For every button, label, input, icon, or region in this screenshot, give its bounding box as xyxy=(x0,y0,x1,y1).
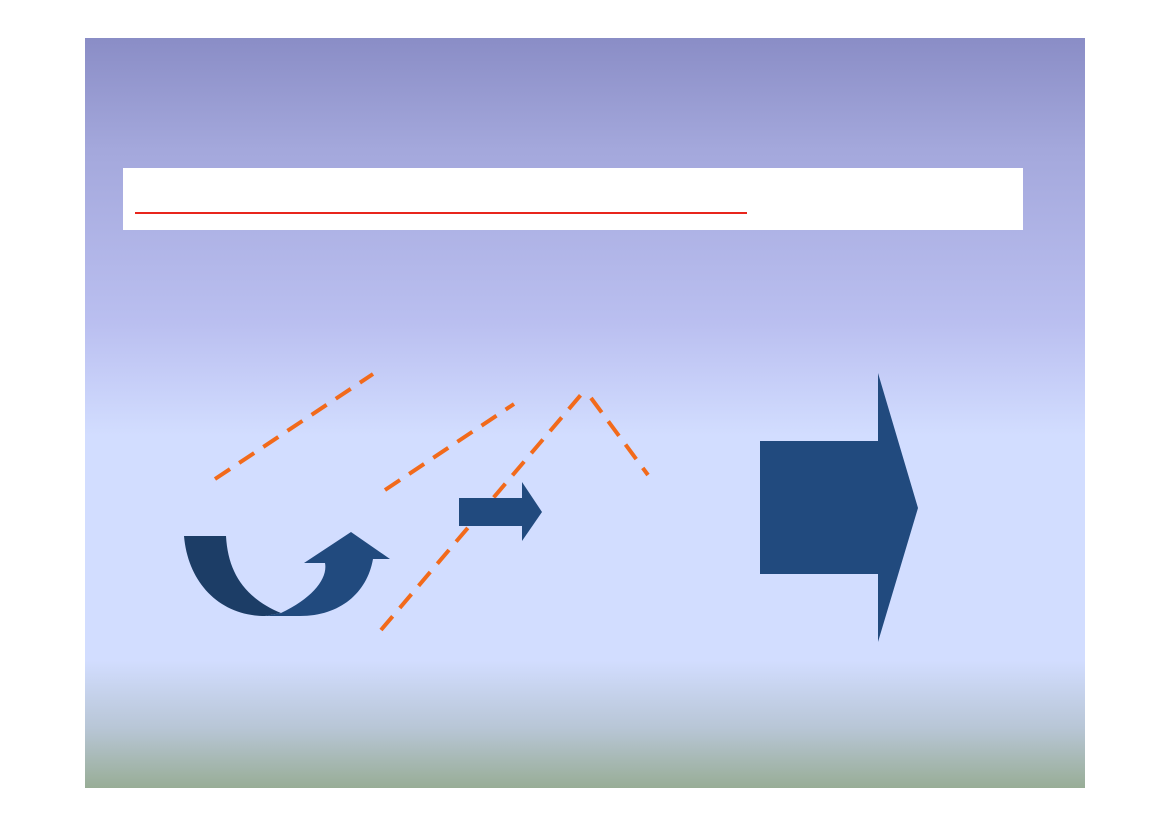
title-box[interactable] xyxy=(123,168,1023,230)
dashed-line-4 xyxy=(589,396,650,477)
dashed-line-1 xyxy=(213,372,375,481)
large-right-arrow-icon xyxy=(760,373,918,642)
title-underline xyxy=(135,212,747,214)
slide xyxy=(85,38,1085,788)
small-right-arrow-icon xyxy=(459,482,542,541)
diagram-canvas xyxy=(184,372,918,642)
curved-up-arrow-icon xyxy=(184,532,390,616)
dashed-line-2 xyxy=(383,402,516,492)
